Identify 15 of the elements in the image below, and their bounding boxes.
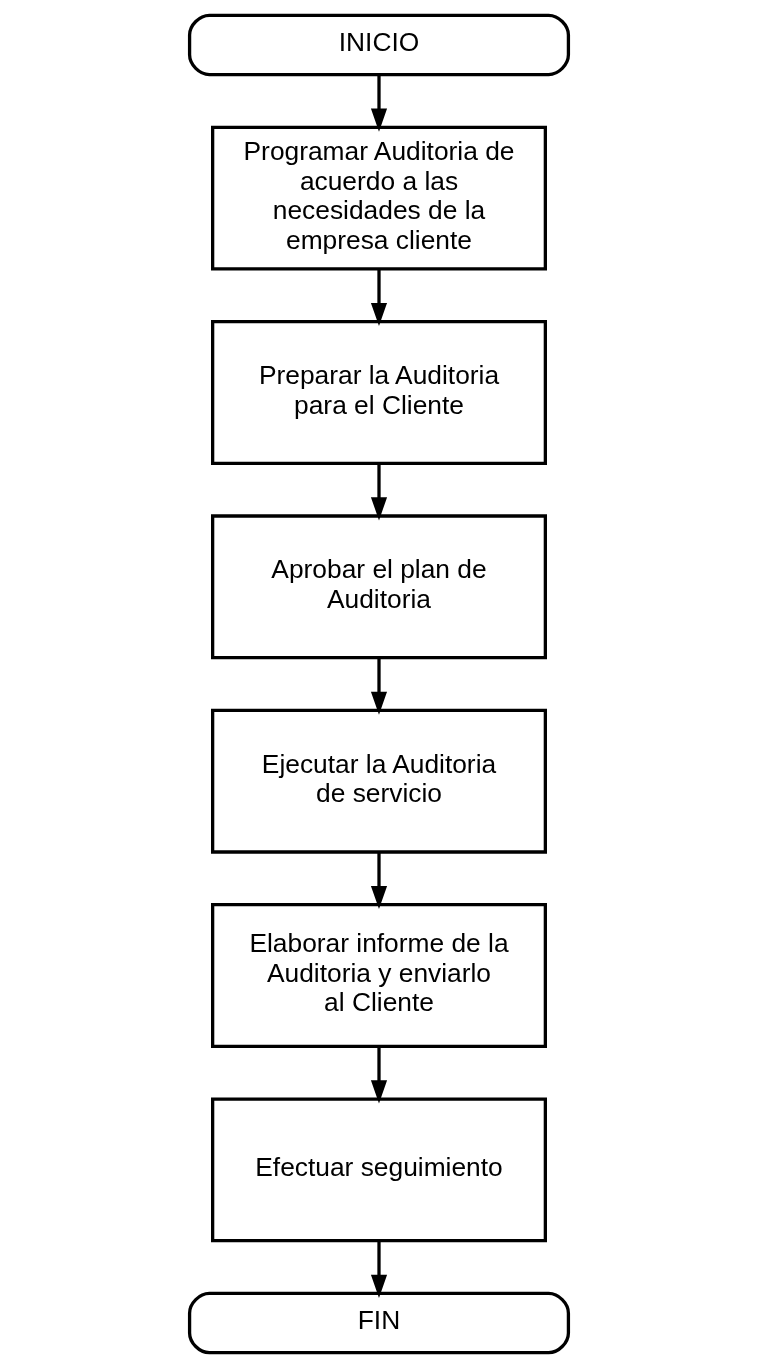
node-box: Programar Auditoria de acuerdo a las necesidades de la empresa cliente: [210, 125, 547, 271]
node-box: Ejecutar la Auditoria de servicio: [210, 708, 547, 854]
node-box: Preparar la Auditoria para el Cliente: [210, 320, 547, 465]
node-box: Efectuar seguimiento: [210, 1097, 547, 1243]
arrow: [370, 1046, 387, 1104]
arrow: [370, 269, 387, 327]
node-box: FIN: [187, 1291, 570, 1355]
node-box: Aprobar el plan de Auditoria: [210, 514, 547, 660]
node-box: Elaborar informe de la Auditoria y enviarlo al Cliente: [210, 903, 547, 1048]
arrow: [370, 658, 387, 715]
arrow: [370, 74, 387, 132]
arrow: [370, 463, 387, 521]
arrow: [370, 1240, 387, 1298]
arrow: [370, 852, 387, 910]
node-box: INICIO: [187, 13, 570, 77]
